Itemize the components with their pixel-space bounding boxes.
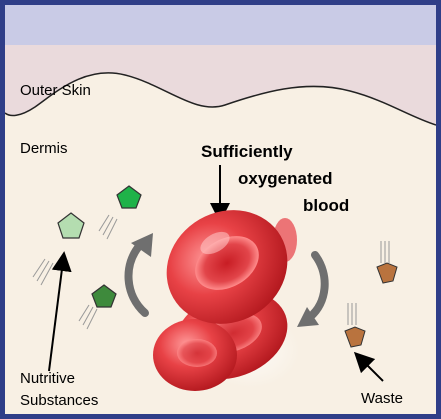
blood-label-line3: blood bbox=[303, 196, 349, 215]
skin-cross-section-diagram: Outer Skin Dermis Sufficiently oxygenate… bbox=[5, 5, 436, 414]
waste-label: Waste bbox=[361, 390, 403, 407]
blood-label-line1: Sufficiently bbox=[201, 142, 293, 161]
nutritive-label-line1: Nutritive bbox=[20, 370, 75, 387]
dermis-label: Dermis bbox=[20, 140, 68, 157]
nutritive-label-line2: Substances bbox=[20, 392, 98, 409]
outer-skin-label: Outer Skin bbox=[20, 82, 91, 99]
blood-label-line2: oxygenated bbox=[238, 169, 332, 188]
